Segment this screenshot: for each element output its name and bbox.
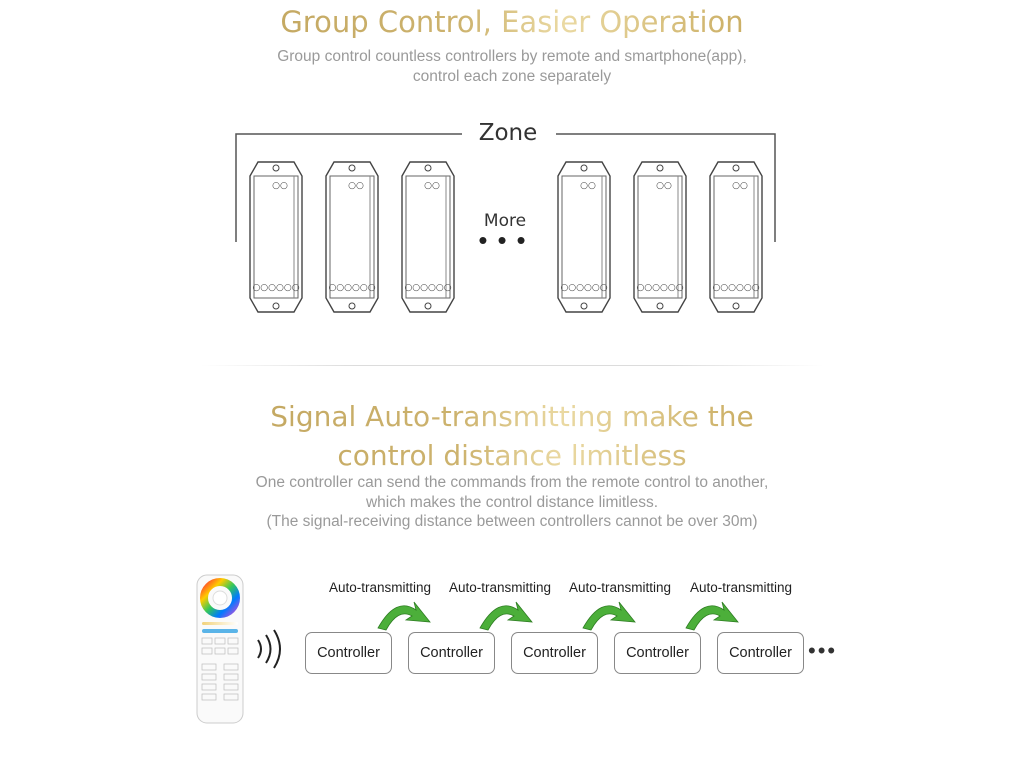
controller-box-2: Controller — [408, 632, 495, 674]
zone-label: Zone — [462, 120, 554, 146]
device-port-label: ○○ — [348, 181, 364, 191]
controller-box-4: Controller — [614, 632, 701, 674]
controller-device-icon: ○○○○○○○○ — [557, 161, 611, 313]
curved-arrow-icon — [685, 601, 739, 631]
relay-label-1: Auto-transmitting — [328, 580, 432, 595]
section2-desc-line3: (The signal-receiving distance between c… — [266, 513, 758, 530]
more-dots: ••• — [478, 225, 536, 255]
more-label: More — [483, 211, 527, 231]
device-terminal-label: ○○○○○○ — [636, 283, 683, 293]
section2-title-line2: control distance limitless — [0, 436, 1024, 476]
device-port-label: ○○ — [580, 181, 596, 191]
controller-device-icon: ○○○○○○○○ — [633, 161, 687, 313]
controller-device-icon: ○○○○○○○○ — [401, 161, 455, 313]
controller-box-3: Controller — [511, 632, 598, 674]
section1-subtitle-line2: control each zone separately — [412, 68, 612, 85]
section2-desc-line2: which makes the control distance limitle… — [365, 494, 659, 511]
relay-label-2: Auto-transmitting — [448, 580, 552, 595]
device-port-label: ○○ — [732, 181, 748, 191]
controller-device-icon: ○○○○○○○○ — [325, 161, 379, 313]
controller-box-1: Controller — [305, 632, 392, 674]
zone-bracket — [235, 133, 462, 242]
wireless-signal-icon — [257, 629, 281, 669]
curved-arrow-icon — [582, 601, 636, 631]
curved-arrow-icon — [377, 601, 431, 631]
zone-bracket-right — [556, 133, 776, 242]
device-port-label: ○○ — [656, 181, 672, 191]
section-divider — [200, 365, 824, 366]
curved-arrow-icon — [479, 601, 533, 631]
remote-control-icon — [196, 574, 244, 724]
device-terminal-label: ○○○○○○ — [712, 283, 759, 293]
device-terminal-label: ○○○○○○ — [252, 283, 299, 293]
device-terminal-label: ○○○○○○ — [404, 283, 451, 293]
controller-box-5: Controller — [717, 632, 804, 674]
device-port-label: ○○ — [424, 181, 440, 191]
relay-label-3: Auto-transmitting — [568, 580, 672, 595]
relay-label-4: Auto-transmitting — [689, 580, 793, 595]
section2-title-line1: Signal Auto-transmitting make the — [0, 397, 1024, 437]
device-port-label: ○○ — [272, 181, 288, 191]
controller-device-icon: ○○○○○○○○ — [249, 161, 303, 313]
relay-arrows — [377, 601, 739, 631]
zone-diagram: ○○○○○○○○○○○○○○○○○○○○○○○○○○○○○○○○○○○○○○○○… — [235, 133, 776, 313]
section1-subtitle-line1: Group control countless controllers by r… — [277, 48, 747, 65]
device-terminal-label: ○○○○○○ — [328, 283, 375, 293]
device-terminal-label: ○○○○○○ — [560, 283, 607, 293]
trailing-dots: ••• — [808, 638, 838, 663]
controller-device-icon: ○○○○○○○○ — [709, 161, 763, 313]
section1-title: Group Control, Easier Operation — [0, 4, 1024, 40]
section2-desc-line1: One controller can send the commands fro… — [255, 474, 769, 491]
